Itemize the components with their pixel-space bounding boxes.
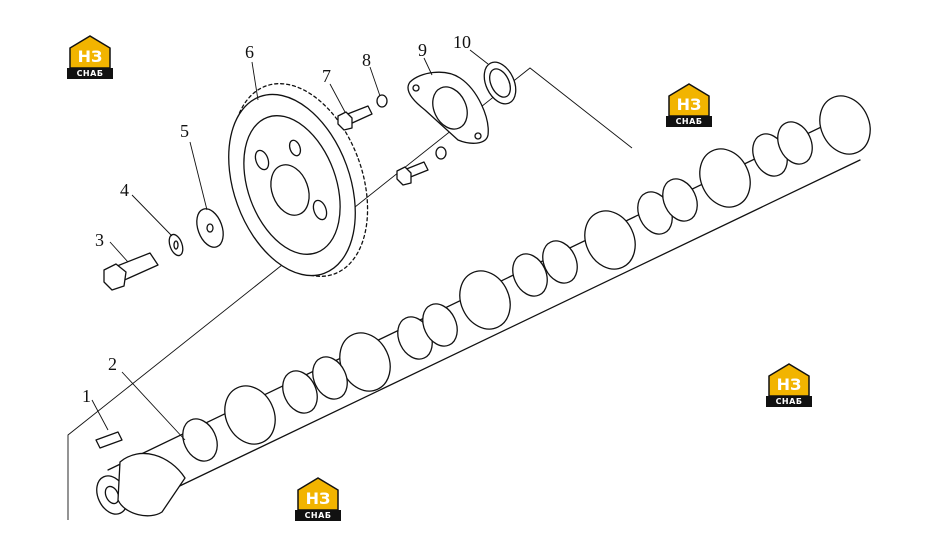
seal-ring xyxy=(483,61,517,105)
callout-8: 8 xyxy=(362,50,371,70)
callout-5: 5 xyxy=(180,121,189,141)
logo-text: СНАБ xyxy=(766,396,812,407)
woodruff-key xyxy=(95,431,123,449)
leader-lines xyxy=(91,49,489,441)
watermark-logo: НЗ СНАБ xyxy=(294,476,342,522)
camshaft-journals xyxy=(224,95,871,445)
spring-washer xyxy=(168,233,184,257)
logo-mark: НЗ xyxy=(77,47,103,66)
gear-bolt xyxy=(103,252,159,291)
callout-4: 4 xyxy=(120,180,129,200)
callout-numbers: 1 2 3 4 5 6 7 8 9 10 xyxy=(82,32,471,406)
plate-bolt-upper xyxy=(337,105,373,131)
logo-text: СНАБ xyxy=(666,116,712,127)
logo-text: СНАБ xyxy=(295,510,341,521)
watermark-logo: НЗ СНАБ xyxy=(765,362,813,408)
plate-bolt-lower xyxy=(396,146,447,186)
logo-text: СНАБ xyxy=(67,68,113,79)
callout-7: 7 xyxy=(322,66,331,86)
callout-2: 2 xyxy=(108,354,117,374)
watermark-logo: НЗ СНАБ xyxy=(66,34,114,80)
thrust-washer xyxy=(196,208,224,248)
logo-mark: НЗ xyxy=(305,489,331,508)
logo-mark: НЗ xyxy=(676,95,702,114)
callout-1: 1 xyxy=(82,386,91,406)
camshaft-gear xyxy=(228,83,369,277)
callout-3: 3 xyxy=(95,230,104,250)
callout-9: 9 xyxy=(418,40,427,60)
thrust-plate xyxy=(407,71,489,144)
watermark-logo: НЗ СНАБ xyxy=(665,82,713,128)
callout-10: 10 xyxy=(453,32,471,52)
camshaft xyxy=(95,95,871,517)
callout-6: 6 xyxy=(245,42,254,62)
assembly-outline xyxy=(67,67,633,520)
logo-mark: НЗ xyxy=(776,375,802,394)
camshaft-lobes xyxy=(182,121,813,462)
plate-washer-upper xyxy=(376,94,388,108)
